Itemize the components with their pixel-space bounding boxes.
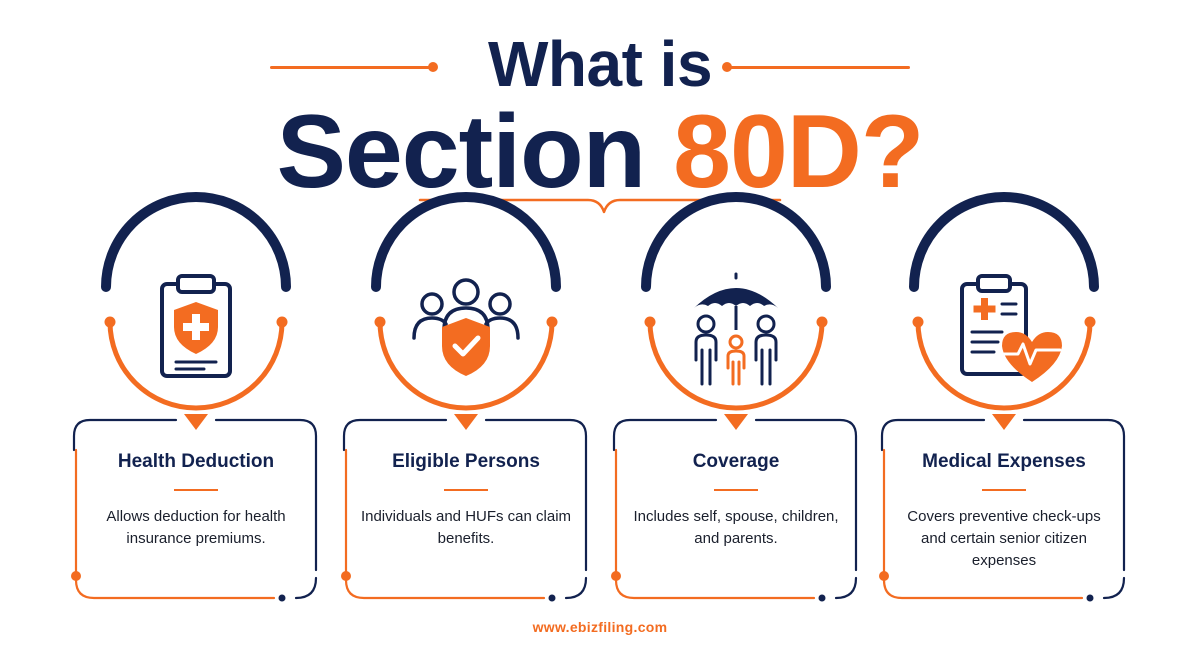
title-line-1: What is xyxy=(487,28,713,100)
card-divider xyxy=(444,489,488,491)
card-health-deduction: Health Deduction Allows deduction for he… xyxy=(74,420,318,602)
card-title: Eligible Persons xyxy=(392,451,540,472)
card-divider xyxy=(714,489,758,491)
medical-report-heart-icon xyxy=(944,272,1064,392)
title-dot-right xyxy=(722,62,732,72)
title-line-left xyxy=(270,66,430,69)
card-medical-expenses: Medical Expenses Covers preventive check… xyxy=(882,420,1126,602)
people-shield-check-icon xyxy=(406,272,526,392)
title-line-2: Section 80D? xyxy=(0,92,1200,212)
clipboard-shield-icon xyxy=(136,272,256,392)
title-dot-left xyxy=(428,62,438,72)
family-umbrella-icon xyxy=(676,272,796,392)
title-word-80d: 80D? xyxy=(673,94,924,210)
title-word-section: Section xyxy=(276,94,647,210)
card-title: Health Deduction xyxy=(117,451,275,472)
card-coverage: Coverage Includes self, spouse, children… xyxy=(614,420,858,602)
card-description: Individuals and HUFs can claim benefits. xyxy=(360,508,572,547)
footer-website-link[interactable]: www.ebizfiling.com xyxy=(532,619,668,635)
card-title: Medical Expenses xyxy=(922,451,1086,472)
card-divider xyxy=(174,489,218,491)
card-title: Coverage xyxy=(692,451,780,472)
title-underline-brace xyxy=(418,198,782,214)
card-divider xyxy=(982,489,1026,491)
card-description: Covers preventive check-ups and certain … xyxy=(907,508,1101,569)
card-description: Allows deduction for health insurance pr… xyxy=(106,508,286,547)
title-line-right xyxy=(730,66,910,69)
card-description: Includes self, spouse, children, and par… xyxy=(633,508,839,547)
card-eligible-persons: Eligible Persons Individuals and HUFs ca… xyxy=(344,420,588,602)
